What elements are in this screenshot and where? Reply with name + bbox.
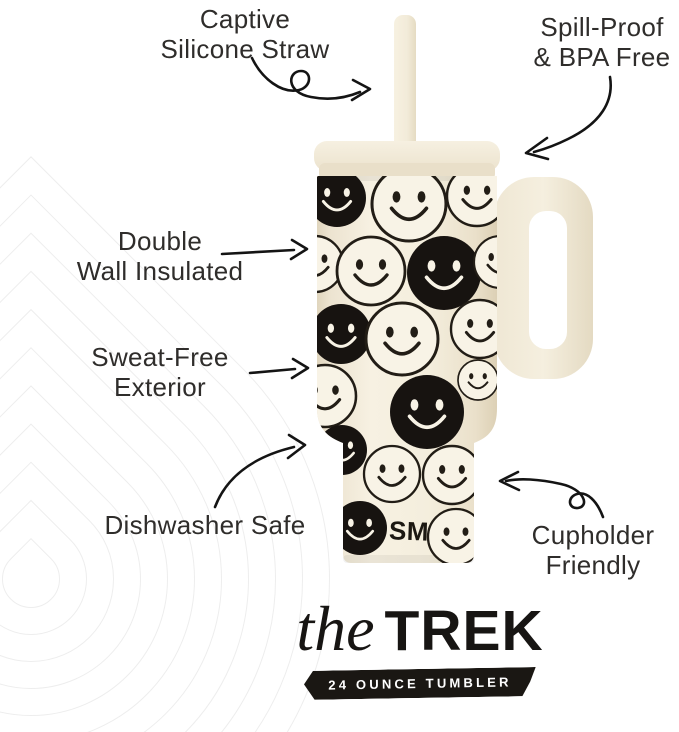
smiley-face-black-icon — [317, 176, 366, 227]
smiley-face-outline-icon — [421, 444, 483, 506]
callout-line: Sweat-Free — [91, 342, 229, 372]
tumbler-lid — [314, 141, 500, 180]
brand-mark: SM — [388, 515, 429, 546]
smiley-face-outline-icon — [449, 298, 497, 360]
smiley-face-outline-icon — [362, 444, 422, 504]
callout-captive-silicone-straw: Captive Silicone Straw — [140, 4, 350, 64]
product-name: the TREK — [248, 593, 592, 664]
product-title-block: the TREK 24 OUNCE TUMBLER — [248, 596, 592, 698]
callout-line: Silicone Straw — [160, 34, 330, 64]
callout-line: Wall Insulated — [76, 256, 244, 286]
smiley-face-outline-icon — [457, 359, 497, 401]
smiley-face-black-icon — [333, 501, 387, 555]
smiley-face-outline-icon — [364, 301, 440, 377]
callout-line: Friendly — [545, 550, 641, 580]
smiley-face-outline-icon — [317, 363, 358, 429]
callout-line: Captive — [199, 4, 291, 34]
smiley-face-outline-icon — [317, 234, 345, 294]
callout-double-wall-insulated: Double Wall Insulated — [60, 226, 260, 286]
callout-line: Dishwasher Safe — [104, 510, 306, 540]
smiley-face-outline-icon — [335, 235, 407, 307]
smiley-face-outline-icon — [445, 176, 497, 228]
smiley-pattern — [317, 176, 497, 563]
tumbler-handle — [494, 177, 593, 379]
smiley-face-outline-icon — [426, 507, 486, 563]
callout-spill-proof-bpa-free: Spill-Proof & BPA Free — [524, 12, 679, 72]
callout-dishwasher-safe: Dishwasher Safe — [88, 510, 322, 540]
callout-line: & BPA Free — [533, 42, 671, 72]
smiley-face-black-icon — [407, 236, 481, 310]
size-banner: 24 OUNCE TUMBLER — [304, 667, 536, 700]
callout-line: Cupholder — [531, 520, 655, 550]
callout-line: Exterior — [114, 372, 206, 402]
tumbler-straw — [394, 15, 416, 155]
callout-cupholder-friendly: Cupholder Friendly — [508, 520, 678, 580]
callout-sweat-free-exterior: Sweat-Free Exterior — [60, 342, 260, 402]
smiley-face-black-icon — [390, 375, 464, 449]
smiley-face-outline-icon — [370, 176, 448, 243]
smiley-face-black-icon — [317, 303, 372, 365]
product-name-script: the — [296, 593, 375, 664]
callout-line: Double — [117, 226, 203, 256]
smiley-face-outline-icon — [472, 234, 497, 290]
product-name-main: TREK — [384, 599, 544, 663]
smiley-face-black-icon — [317, 425, 367, 475]
callout-line: Spill-Proof — [540, 12, 664, 42]
